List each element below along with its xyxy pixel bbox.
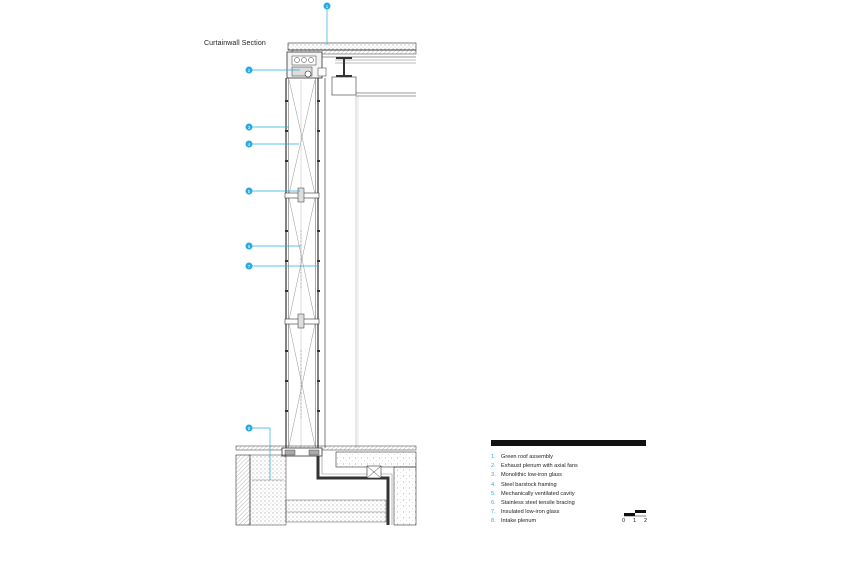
svg-text:3: 3 — [248, 125, 251, 130]
svg-text:7: 7 — [248, 264, 251, 269]
legend-item: 1.Green roof assembly — [491, 454, 553, 460]
svg-text:1: 1 — [326, 4, 329, 9]
callout-marker-1: 1 — [323, 2, 331, 10]
scale-bar — [624, 510, 646, 517]
scale-label-2: 2 — [644, 518, 648, 524]
legend-item: 3.Monolithic low-iron glass — [491, 472, 562, 479]
scale-label-0: 0 — [622, 518, 626, 524]
legend-item: 6.Stainless steel tensile bracing — [491, 500, 575, 507]
svg-text:8: 8 — [248, 426, 251, 431]
curtainwall-assembly — [285, 78, 319, 450]
legend-list: 1.Green roof assembly 2.Exhaust plenum w… — [491, 453, 578, 527]
interior-wall — [324, 78, 359, 448]
legend-item: 8.Intake plenum — [491, 518, 537, 525]
glass-fasteners — [285, 100, 320, 412]
leader-lines — [252, 9, 328, 480]
scale-label-1: 1 — [633, 518, 637, 524]
svg-text:5: 5 — [248, 189, 251, 194]
svg-text:6: 6 — [248, 244, 251, 249]
callout-marker-4: 4 — [245, 140, 253, 148]
legend-header-bar — [491, 440, 646, 446]
legend-item: 7.Insulated low-iron glass — [491, 509, 560, 516]
legend-item: 5.Mechanically ventilated cavity — [491, 490, 575, 497]
drawing-title: Curtainwall Section — [204, 40, 266, 47]
callout-marker-7: 7 — [245, 262, 253, 270]
exhaust-plenum — [286, 51, 327, 79]
intake-plenum-base — [235, 445, 417, 526]
tensile-bracing — [288, 79, 316, 447]
steel-beam — [331, 57, 416, 97]
svg-text:2: 2 — [248, 68, 251, 73]
callout-marker-6: 6 — [245, 242, 253, 250]
callout-marker-3: 3 — [245, 123, 253, 131]
callout-marker-8: 8 — [245, 424, 253, 432]
callout-marker-5: 5 — [245, 187, 253, 195]
legend-item: 4.Steel barstock framing — [491, 481, 557, 488]
barstock-framing — [284, 187, 320, 420]
callout-marker-2: 2 — [245, 66, 253, 74]
svg-text:4: 4 — [248, 142, 251, 147]
legend-item: 2.Exhaust plenum with axial fans — [491, 463, 578, 470]
